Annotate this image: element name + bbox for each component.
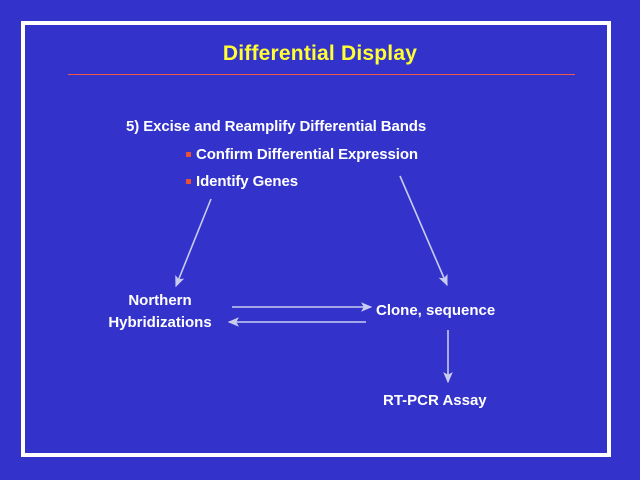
flow-node-rt-pcr-assay: RT-PCR Assay [383,392,487,409]
arrow-to-northern [175,198,212,288]
flow-node-northern-line1: Northern [128,292,192,309]
square-bullet-icon [186,178,191,184]
flow-node-northern-line2: Hybridizations [108,314,212,331]
body-heading: 5) Excise and Reamplify Differential Ban… [126,118,427,135]
bullet-item-2-label: Identify Genes [196,173,298,190]
bullet-item-2: Identify Genes [186,173,298,190]
square-bullet-icon [186,151,191,157]
arrow-to-clone [399,175,448,287]
bullet-item-1: Confirm Differential Expression [186,146,418,163]
flow-node-clone-sequence: Clone, sequence [376,302,496,319]
title-divider-rule [68,74,575,75]
bullet-item-1-label: Confirm Differential Expression [196,146,418,163]
page-title: Differential Display [222,42,418,65]
flow-node-northern: Northern Hybridizations [60,290,260,334]
